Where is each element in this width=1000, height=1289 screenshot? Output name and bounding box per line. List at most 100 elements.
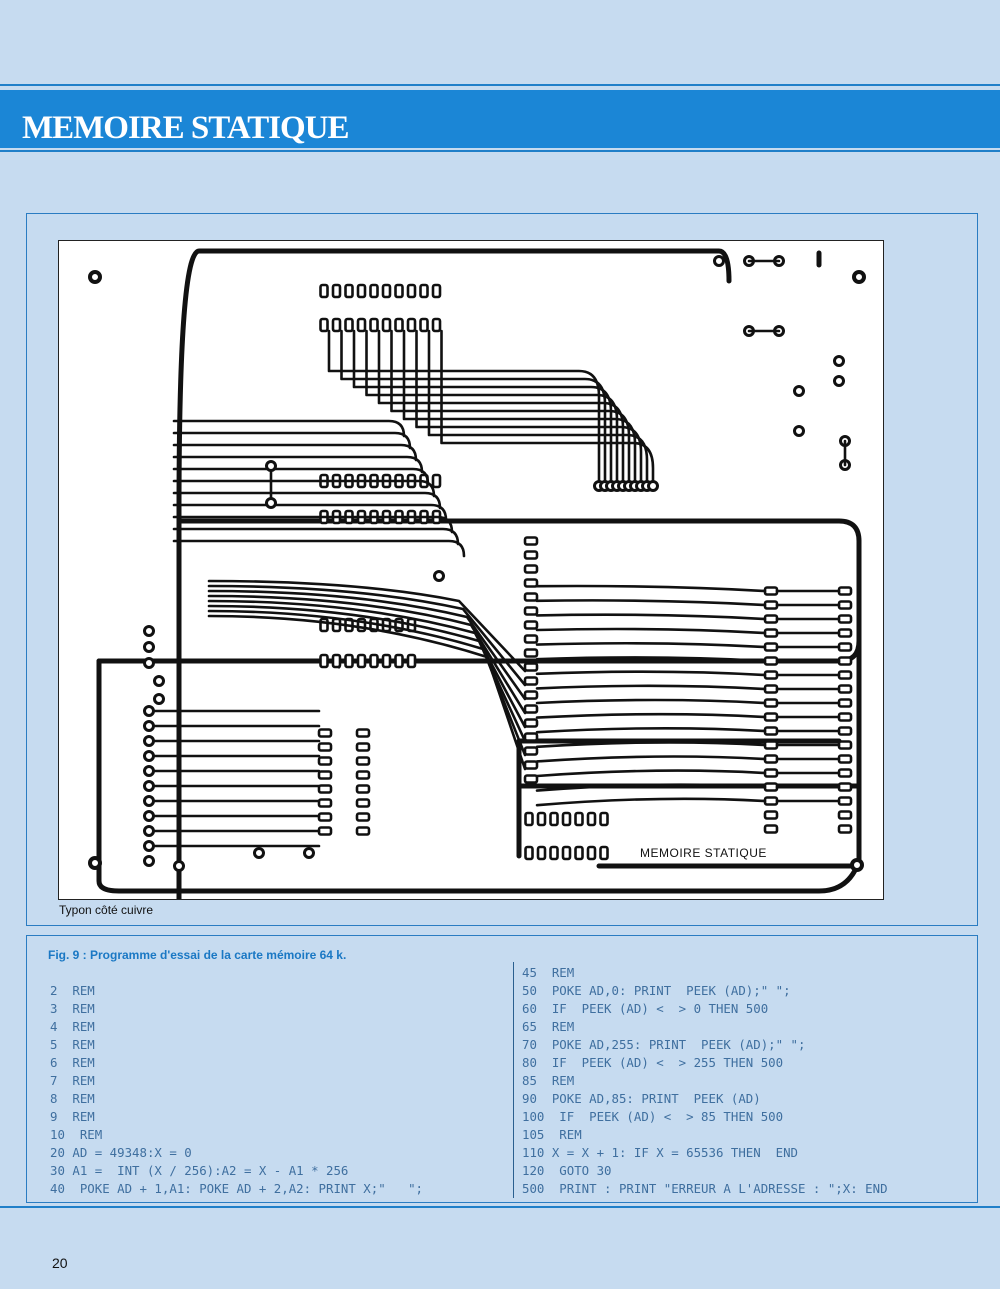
ic-pad xyxy=(431,283,442,299)
pcb-thin-trace xyxy=(172,539,466,558)
pcb-pad xyxy=(143,795,155,807)
pcb-thin-trace xyxy=(207,599,527,729)
ic-pad xyxy=(763,586,779,596)
pcb-pad xyxy=(143,657,155,669)
ic-pad xyxy=(523,550,539,560)
ic-pad xyxy=(763,782,779,792)
pcb-pad xyxy=(253,847,265,859)
ic-pad xyxy=(317,728,333,738)
ic-pad xyxy=(549,845,559,861)
ic-pad xyxy=(356,283,367,299)
pcb-thin-trace xyxy=(535,797,767,807)
ic-pad xyxy=(599,845,609,861)
ic-pad xyxy=(837,712,853,722)
ic-pad xyxy=(763,684,779,694)
pcb-pad xyxy=(143,765,155,777)
ic-pad xyxy=(431,317,442,333)
ic-pad xyxy=(317,770,333,780)
ic-pad xyxy=(763,600,779,610)
pcb-thin-trace xyxy=(327,329,601,488)
ic-pad xyxy=(317,756,333,766)
ic-pad xyxy=(523,620,539,630)
listing-right-column: 45 REM 50 POKE AD,0: PRINT PEEK (AD);" "… xyxy=(522,964,888,1198)
pcb-thin-trace xyxy=(535,627,767,635)
ic-pad xyxy=(837,656,853,666)
ic-pad xyxy=(319,617,329,633)
pcb-pad xyxy=(173,860,185,872)
pcb-thin-trace xyxy=(535,783,767,792)
pcb-trace xyxy=(176,248,732,899)
code-line: 105 REM xyxy=(522,1127,582,1142)
code-line: 30 A1 = INT (X / 256):A2 = X - A1 * 256 xyxy=(50,1163,349,1178)
pcb-thin-trace xyxy=(535,613,767,621)
ic-pad xyxy=(344,317,354,333)
ic-pad xyxy=(317,826,333,836)
ic-pad xyxy=(763,824,779,834)
ic-pad xyxy=(837,600,853,610)
code-line: 8 REM xyxy=(50,1091,95,1106)
ic-pad xyxy=(319,317,329,333)
ic-pad xyxy=(317,812,333,822)
ic-pad xyxy=(331,317,342,333)
code-line: 120 GOTO 30 xyxy=(522,1163,612,1178)
code-line: 500 PRINT : PRINT "ERREUR A L'ADRESSE : … xyxy=(522,1181,888,1196)
code-line: 4 REM xyxy=(50,1019,95,1034)
pcb-thin-trace xyxy=(535,684,767,691)
pcb-pad xyxy=(433,570,445,582)
ic-pad xyxy=(561,811,572,827)
ic-pad xyxy=(523,676,539,686)
ic-pad xyxy=(763,656,779,666)
pcb-thin-trace xyxy=(172,515,454,534)
ic-pad xyxy=(355,784,371,794)
ic-pad xyxy=(381,283,392,299)
ic-pad xyxy=(331,283,342,299)
ic-pad xyxy=(523,718,539,728)
ic-pad xyxy=(523,564,539,574)
pcb-thin-trace xyxy=(535,712,767,719)
ic-pad xyxy=(763,768,779,778)
ic-pad xyxy=(763,740,779,750)
code-line: 100 IF PEEK (AD) < > 85 THEN 500 xyxy=(522,1109,784,1124)
pcb-pad xyxy=(143,825,155,837)
code-line: 40 POKE AD + 1,A1: POKE AD + 2,A2: PRINT… xyxy=(50,1181,423,1196)
ic-pad xyxy=(837,670,853,680)
code-line: 9 REM xyxy=(50,1109,95,1124)
ic-pad xyxy=(763,712,779,722)
listing-left-column: 2 REM 3 REM 4 REM 5 REM 6 REM 7 REM 8 RE… xyxy=(50,982,423,1198)
header-bottom-rule xyxy=(0,150,1000,152)
pcb-pad xyxy=(143,840,155,852)
pcb-thin-trace xyxy=(172,467,430,486)
pcb-thin-trace xyxy=(207,589,527,701)
pcb-thin-trace xyxy=(440,329,655,488)
ic-pad xyxy=(763,726,779,736)
ic-pad xyxy=(574,845,584,861)
ic-pad xyxy=(406,283,417,299)
ic-pad xyxy=(331,653,342,669)
pcb-pad xyxy=(143,855,155,867)
ic-pad xyxy=(837,796,853,806)
pcb-pad xyxy=(153,675,165,687)
code-line: 60 IF PEEK (AD) < > 0 THEN 500 xyxy=(522,1001,769,1016)
pcb-artwork xyxy=(58,240,884,900)
code-line: 80 IF PEEK (AD) < > 255 THEN 500 xyxy=(522,1055,784,1070)
pcb-thin-trace xyxy=(535,698,767,705)
ic-pad xyxy=(356,653,367,669)
code-line: 50 POKE AD,0: PRINT PEEK (AD);" "; xyxy=(522,983,791,998)
code-line: 90 POKE AD,85: PRINT PEEK (AD) xyxy=(522,1091,761,1106)
ic-pad xyxy=(394,653,404,669)
ic-pad xyxy=(406,653,417,669)
code-line: 65 REM xyxy=(522,1019,575,1034)
pcb-pad xyxy=(265,497,277,509)
code-line: 45 REM xyxy=(522,965,575,980)
pcb-trace xyxy=(96,538,862,894)
listing-divider xyxy=(513,962,514,1198)
ic-pad xyxy=(381,653,392,669)
code-line: 85 REM xyxy=(522,1073,575,1088)
ic-pad xyxy=(523,774,539,784)
ic-pad xyxy=(523,732,539,742)
pcb-thin-trace xyxy=(172,431,412,450)
ic-pad xyxy=(523,536,539,546)
pcb-traces xyxy=(88,248,866,899)
pcb-thin-trace xyxy=(535,656,767,663)
ic-pad xyxy=(837,740,853,750)
